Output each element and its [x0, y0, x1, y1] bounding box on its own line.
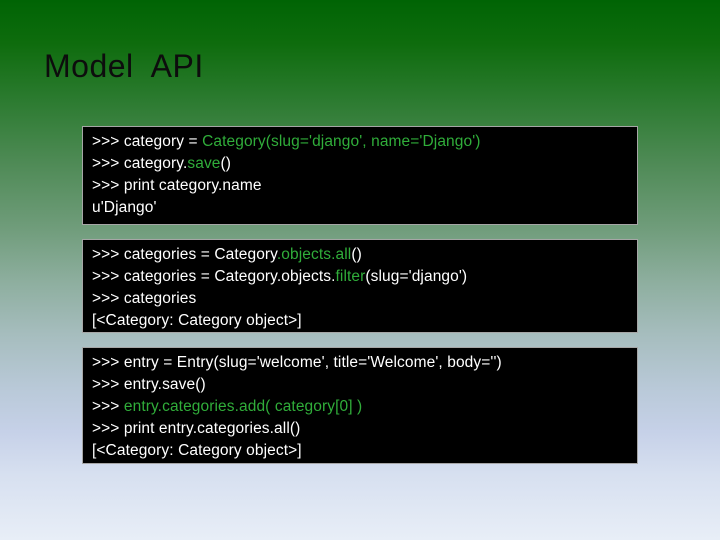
code-line: >>> entry = Entry(slug='welcome', title=…: [92, 352, 628, 374]
slide-title: Model API: [44, 48, 204, 84]
code-line: >>> category.save(): [92, 153, 628, 175]
code-segment: [<Category: Category object>]: [92, 442, 302, 459]
code-line: >>> print entry.categories.all(): [92, 418, 628, 440]
code-line: [<Category: Category object>]: [92, 440, 628, 462]
code-block-entry-create: >>> entry = Entry(slug='welcome', title=…: [82, 347, 638, 464]
code-segment: >>> print entry.categories.all(): [92, 420, 301, 437]
code-segment: filter: [335, 268, 366, 285]
code-line: [<Category: Category object>]: [92, 310, 628, 332]
code-line: >>> category = Category(slug='django', n…: [92, 131, 628, 153]
code-segment: >>> categories: [92, 290, 197, 307]
code-block-category-query: >>> categories = Category.objects.all()>…: [82, 239, 638, 333]
code-segment: >>> categories = Category: [92, 246, 277, 263]
code-segment: >>>: [92, 398, 124, 415]
code-segment: entry.categories.add( category[0] ): [123, 398, 363, 415]
code-line: >>> print category.name: [92, 175, 628, 197]
code-segment: >>> categories = Category.objects.: [92, 268, 336, 285]
code-line: >>> categories: [92, 288, 628, 310]
code-line: u'Django': [92, 197, 628, 219]
code-segment: Category(slug='django', name='Django'): [202, 133, 481, 150]
code-segment: >>> category =: [92, 133, 203, 150]
code-segment: save: [187, 155, 221, 172]
code-segment: u'Django': [92, 199, 157, 216]
code-line: >>> entry.save(): [92, 374, 628, 396]
code-segment: (slug='django'): [365, 268, 468, 285]
code-block-category-create: >>> category = Category(slug='django', n…: [82, 126, 638, 225]
code-segment: .objects.all: [276, 246, 352, 263]
code-segment: (): [351, 246, 362, 263]
code-segment: (): [220, 155, 232, 172]
code-line: >>> categories = Category.objects.filter…: [92, 266, 628, 288]
code-segment: >>> entry = Entry(slug='welcome', title=…: [92, 354, 502, 371]
code-segment: >>> print category.name: [92, 177, 262, 194]
code-segment: >>> entry.save(): [92, 376, 206, 393]
code-line: >>> categories = Category.objects.all(): [92, 244, 628, 266]
code-line: >>> entry.categories.add( category[0] ): [92, 396, 628, 418]
code-segment: [<Category: Category object>]: [92, 312, 302, 329]
code-segment: >>> category.: [92, 155, 188, 172]
